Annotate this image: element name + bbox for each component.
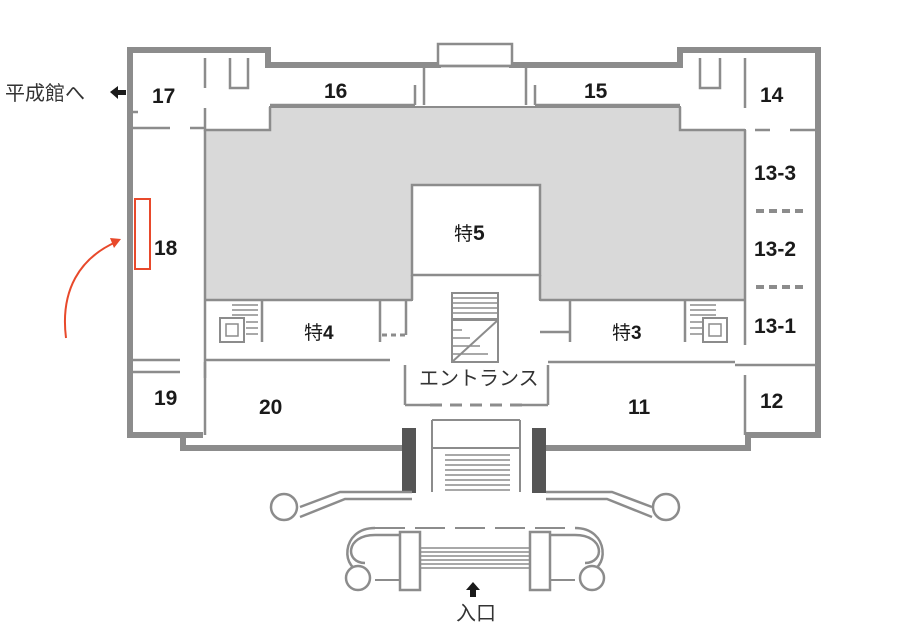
driveway — [269, 490, 681, 522]
curved-arrow-head — [110, 238, 121, 248]
central-stairs — [451, 292, 499, 363]
heisei-wing-link[interactable]: 平成館へ — [5, 81, 85, 105]
curved-arrow-icon — [64, 241, 117, 339]
room-11-label: 11 — [628, 396, 651, 419]
elevator-icon — [219, 304, 258, 343]
arrow-up-icon — [466, 582, 480, 597]
room-15-label: 15 — [584, 80, 608, 103]
interior-walls — [130, 58, 818, 435]
room-18-label: 18 — [154, 237, 178, 260]
room-toku4-label: 特4 — [304, 322, 334, 344]
front-gate — [344, 526, 606, 592]
entrance-hall-label: エントランス — [419, 366, 539, 390]
room-14-label: 14 — [760, 84, 784, 107]
room-19-label: 19 — [154, 387, 177, 410]
entrance-steps — [431, 419, 521, 492]
room-20-label: 20 — [259, 396, 282, 419]
room-17-label: 17 — [152, 85, 175, 108]
room-toku3-label: 特3 — [612, 322, 642, 344]
outer-walls — [127, 47, 821, 493]
room-toku5-label: 特5 — [454, 222, 485, 245]
top-center-cap — [436, 42, 514, 68]
room-12-label: 12 — [760, 390, 783, 413]
highlight-marker — [134, 198, 151, 270]
entrance-label: 入口 — [456, 601, 496, 625]
elevator-icon — [690, 304, 728, 343]
room-13-3-label: 13-3 — [754, 162, 796, 185]
room-16-label: 16 — [324, 80, 347, 103]
room-13-1-label: 13-1 — [754, 315, 796, 338]
room-13-2-label: 13-2 — [754, 238, 796, 261]
arrow-left-icon — [110, 86, 126, 99]
